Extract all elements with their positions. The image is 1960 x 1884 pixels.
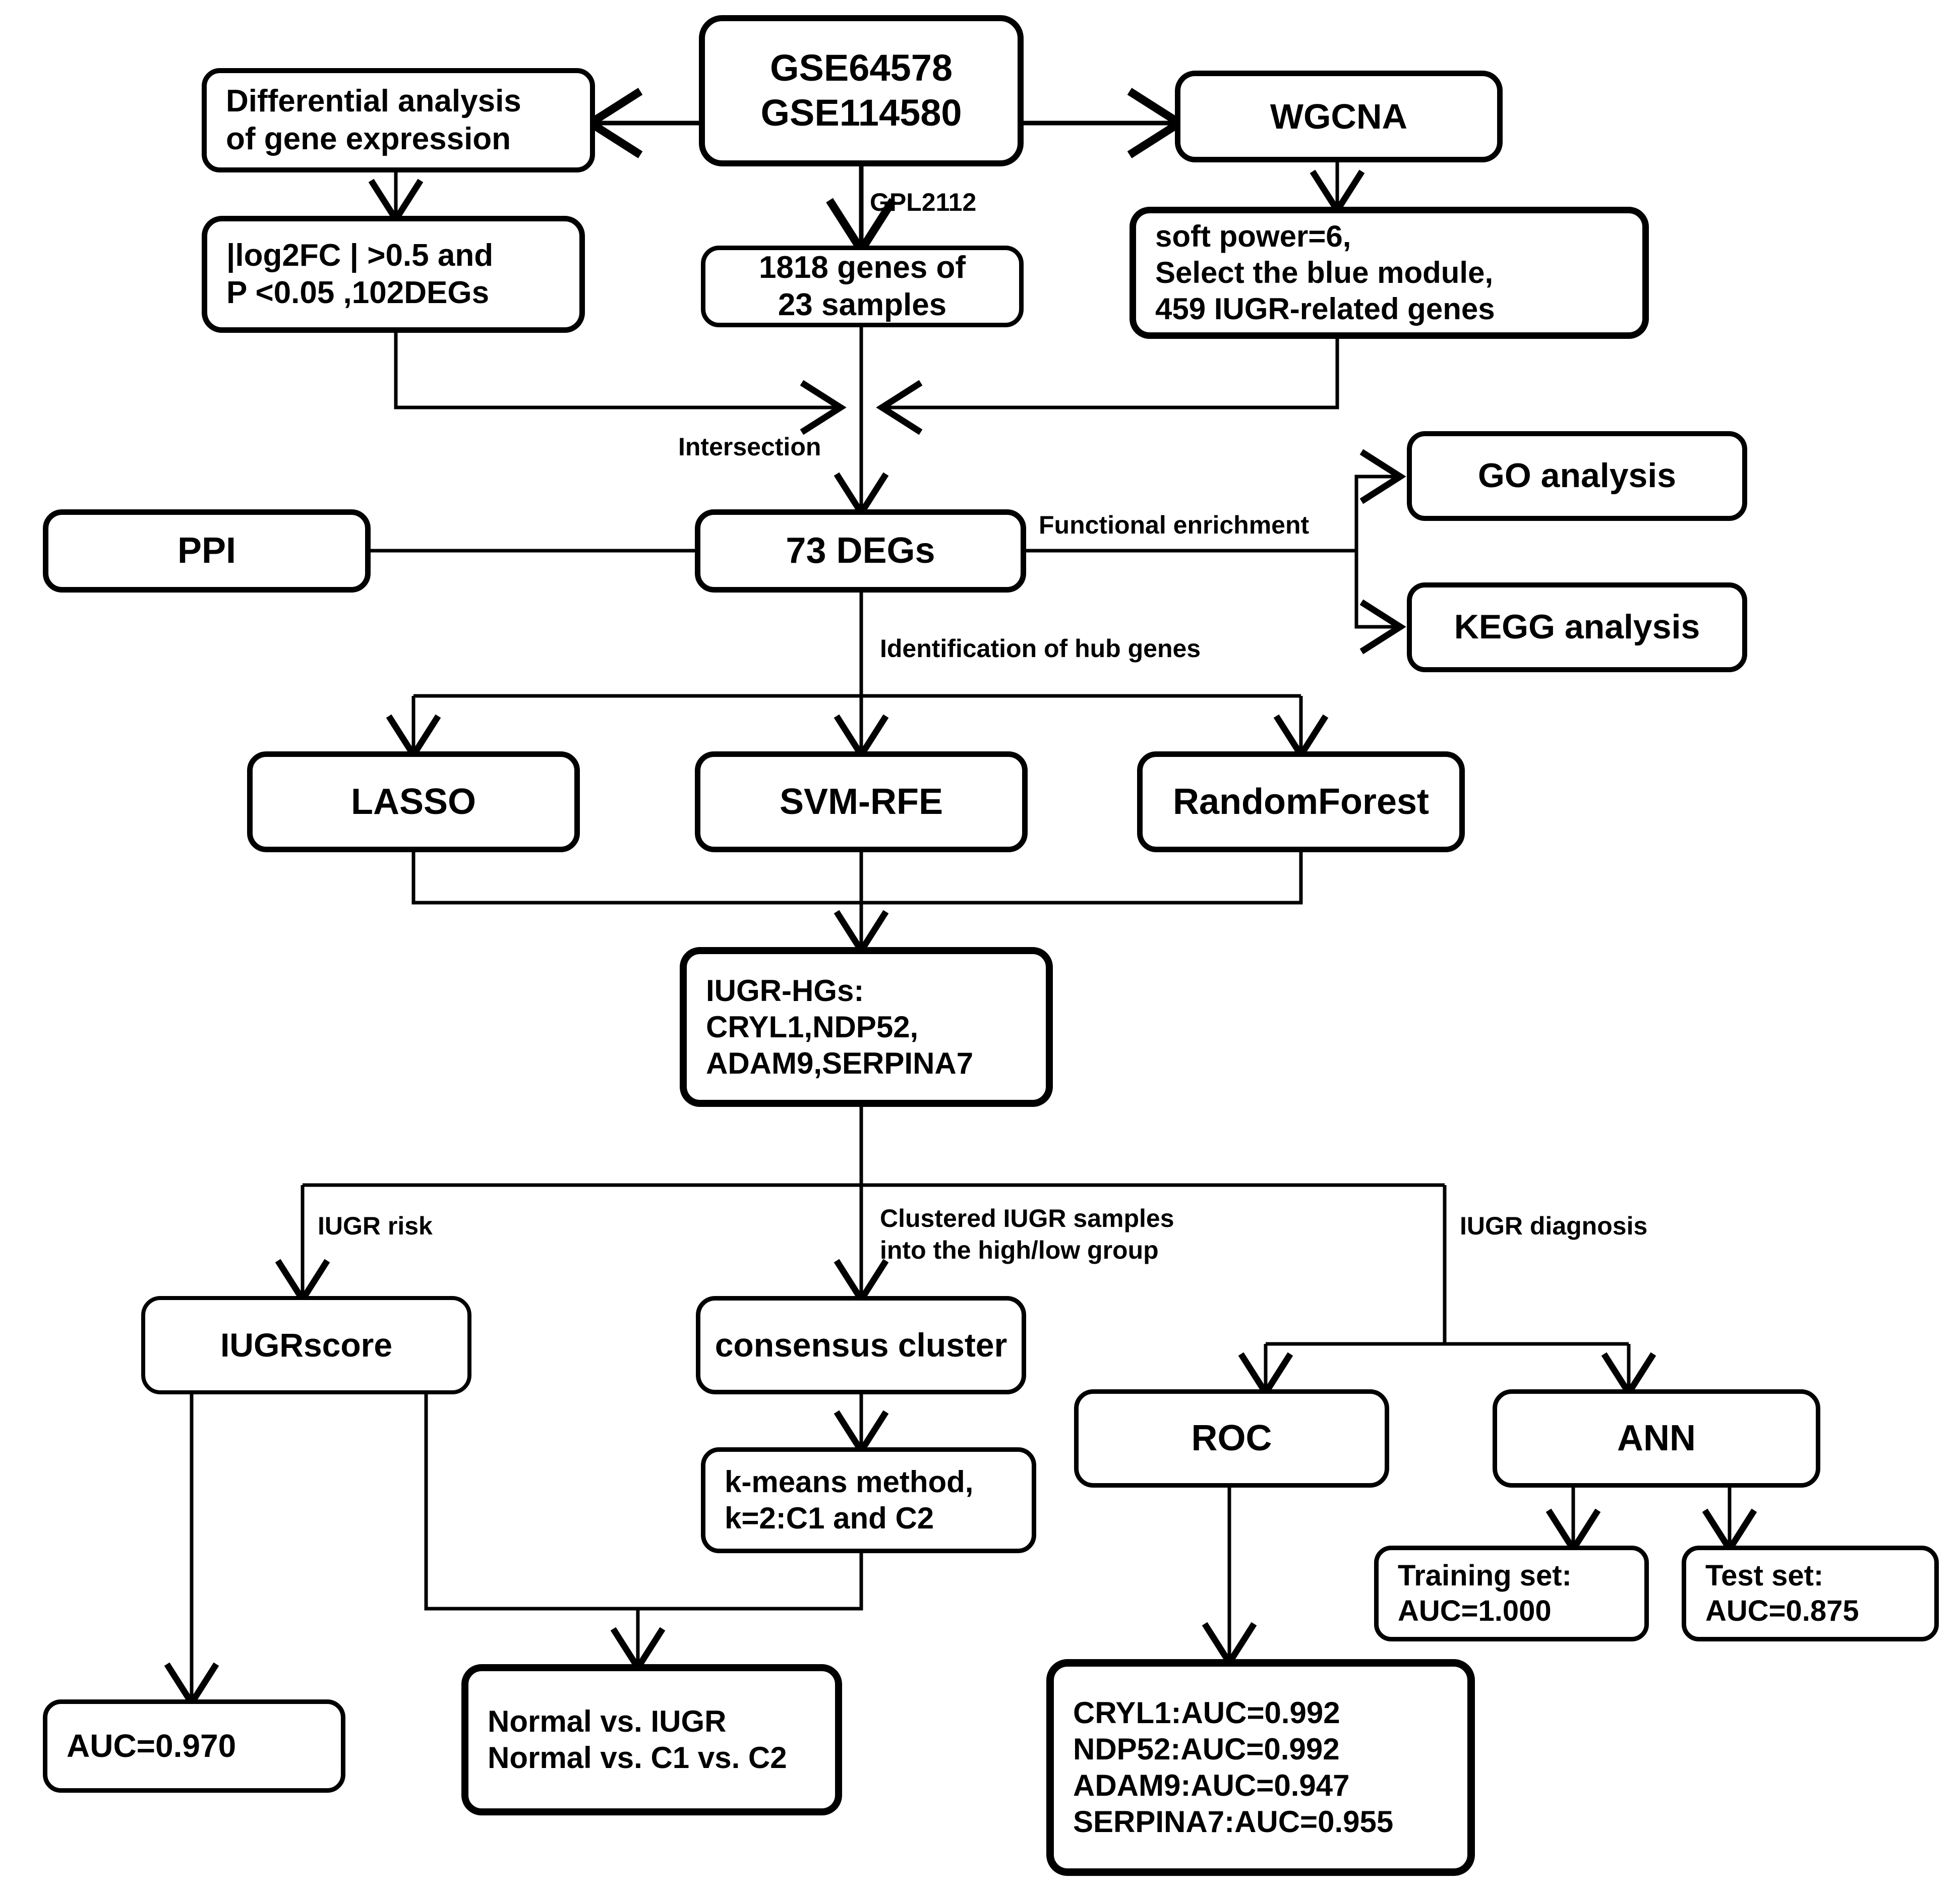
deg-criteria-line-2: P <0.05 ,102DEGs bbox=[226, 275, 490, 310]
edge-label-functional-enrichment: Functional enrichment bbox=[1039, 511, 1310, 539]
edge-label-iugr-risk: IUGR risk bbox=[318, 1212, 433, 1240]
wgcna-result-line-2: Select the blue module, bbox=[1155, 256, 1494, 289]
node-genes-samples[interactable]: 1818 genes of 23 samples bbox=[701, 246, 1024, 327]
iugr-hgs-line-3: ADAM9,SERPINA7 bbox=[706, 1046, 974, 1080]
node-ppi[interactable]: PPI bbox=[43, 509, 371, 593]
roc-results-line-1: CRYL1:AUC=0.992 bbox=[1073, 1696, 1340, 1730]
clustered-samples-line-1: Clustered IUGR samples bbox=[880, 1204, 1174, 1232]
degs73-label: 73 DEGs bbox=[786, 531, 935, 571]
wgcna-result-line-3: 459 IUGR-related genes bbox=[1155, 292, 1495, 326]
node-comparisons[interactable]: Normal vs. IUGR Normal vs. C1 vs. C2 bbox=[461, 1664, 842, 1815]
edge-label-hub-genes: Identification of hub genes bbox=[880, 634, 1201, 663]
edge-label-clustered-samples: Clustered IUGR samples into the high/low… bbox=[880, 1203, 1174, 1266]
kegg-analysis-label: KEGG analysis bbox=[1454, 608, 1700, 646]
wgcna-result-line-1: soft power=6, bbox=[1155, 219, 1351, 253]
node-iugr-hgs[interactable]: IUGR-HGs: CRYL1,NDP52, ADAM9,SERPINA7 bbox=[680, 947, 1053, 1107]
node-lasso[interactable]: LASSO bbox=[247, 751, 580, 852]
node-differential-analysis[interactable]: Differential analysis of gene expression bbox=[202, 68, 595, 172]
lasso-label: LASSO bbox=[350, 781, 477, 822]
svm-rfe-label: SVM-RFE bbox=[780, 781, 943, 822]
datasets-line-2: GSE114580 bbox=[760, 92, 962, 134]
node-test-set[interactable]: Test set: AUC=0.875 bbox=[1682, 1546, 1939, 1641]
random-forest-label: RandomForest bbox=[1172, 781, 1430, 822]
node-datasets[interactable]: GSE64578 GSE114580 bbox=[699, 15, 1024, 166]
node-go-analysis[interactable]: GO analysis bbox=[1407, 431, 1747, 521]
node-73-degs[interactable]: 73 DEGs bbox=[695, 509, 1026, 593]
go-analysis-label: GO analysis bbox=[1477, 456, 1677, 495]
datasets-line-1: GSE64578 bbox=[769, 47, 953, 89]
edge-label-intersection: Intersection bbox=[678, 433, 821, 461]
training-set-line-2: AUC=1.000 bbox=[1398, 1595, 1552, 1627]
node-svm-rfe[interactable]: SVM-RFE bbox=[695, 751, 1028, 852]
node-iugr-score[interactable]: IUGRscore bbox=[141, 1296, 471, 1394]
node-consensus-cluster[interactable]: consensus cluster bbox=[696, 1296, 1026, 1394]
roc-label: ROC bbox=[1191, 1418, 1272, 1459]
test-set-line-2: AUC=0.875 bbox=[1705, 1595, 1859, 1627]
node-wgcna[interactable]: WGCNA bbox=[1175, 71, 1503, 162]
iugr-hgs-line-1: IUGR-HGs: bbox=[706, 973, 864, 1008]
roc-results-line-3: ADAM9:AUC=0.947 bbox=[1073, 1769, 1350, 1802]
kmeans-line-1: k-means method, bbox=[725, 1465, 974, 1499]
node-wgcna-result[interactable]: soft power=6, Select the blue module, 45… bbox=[1130, 207, 1649, 339]
training-set-line-1: Training set: bbox=[1398, 1559, 1572, 1593]
node-deg-criteria[interactable]: |log2FC | >0.5 and P <0.05 ,102DEGs bbox=[202, 216, 585, 333]
node-kegg-analysis[interactable]: KEGG analysis bbox=[1407, 582, 1747, 672]
clustered-samples-line-2: into the high/low group bbox=[880, 1235, 1159, 1264]
test-set-line-1: Test set: bbox=[1705, 1559, 1824, 1593]
genes-samples-line-1: 1818 genes of bbox=[758, 250, 966, 285]
consensus-cluster-label: consensus cluster bbox=[715, 1326, 1007, 1364]
comparisons-line-2: Normal vs. C1 vs. C2 bbox=[488, 1741, 787, 1775]
node-kmeans[interactable]: k-means method, k=2:C1 and C2 bbox=[701, 1447, 1036, 1553]
genes-samples-line-2: 23 samples bbox=[778, 287, 947, 322]
ppi-label: PPI bbox=[177, 531, 236, 571]
edge-label-gpl2112: GPL2112 bbox=[870, 188, 977, 216]
kmeans-line-2: k=2:C1 and C2 bbox=[725, 1501, 934, 1535]
comparisons-line-1: Normal vs. IUGR bbox=[488, 1704, 727, 1738]
node-roc[interactable]: ROC bbox=[1074, 1389, 1389, 1488]
iugr-score-label: IUGRscore bbox=[220, 1326, 393, 1364]
node-training-set[interactable]: Training set: AUC=1.000 bbox=[1374, 1546, 1649, 1641]
node-ann[interactable]: ANN bbox=[1493, 1389, 1820, 1488]
wgcna-label: WGCNA bbox=[1270, 97, 1408, 136]
auc-score-label: AUC=0.970 bbox=[67, 1728, 236, 1764]
node-auc-score[interactable]: AUC=0.970 bbox=[43, 1699, 345, 1793]
differential-analysis-line-1: Differential analysis bbox=[226, 84, 521, 119]
deg-criteria-line-1: |log2FC | >0.5 and bbox=[226, 238, 494, 273]
roc-results-line-2: NDP52:AUC=0.992 bbox=[1073, 1732, 1340, 1766]
roc-results-line-4: SERPINA7:AUC=0.955 bbox=[1073, 1805, 1394, 1839]
ann-label: ANN bbox=[1617, 1418, 1696, 1459]
edge-label-iugr-diagnosis: IUGR diagnosis bbox=[1460, 1212, 1648, 1240]
differential-analysis-line-2: of gene expression bbox=[226, 121, 511, 156]
node-roc-results[interactable]: CRYL1:AUC=0.992 NDP52:AUC=0.992 ADAM9:AU… bbox=[1046, 1659, 1475, 1876]
node-random-forest[interactable]: RandomForest bbox=[1137, 751, 1465, 852]
iugr-hgs-line-2: CRYL1,NDP52, bbox=[706, 1010, 919, 1044]
